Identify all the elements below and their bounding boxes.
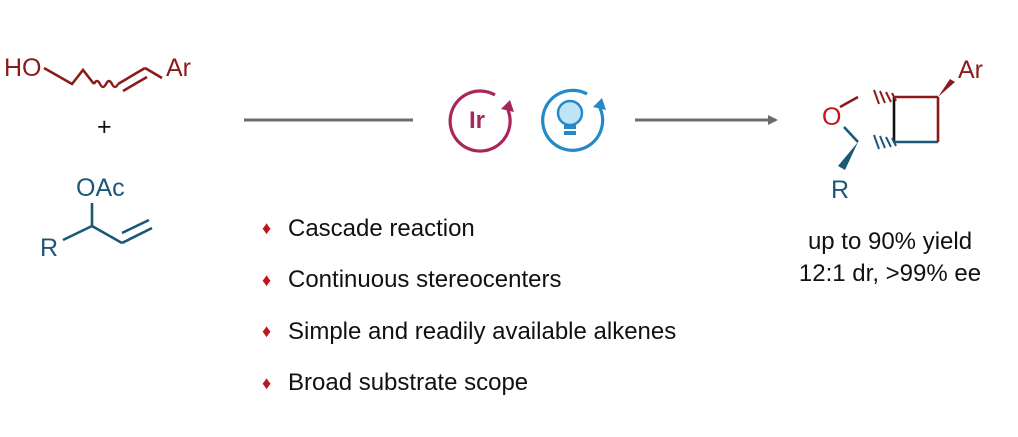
product-structure: Ar O R bbox=[822, 56, 983, 204]
feature-item: ♦ Simple and readily available alkenes bbox=[262, 306, 676, 358]
feature-text: Broad substrate scope bbox=[288, 369, 529, 397]
lightbulb-icon bbox=[541, 88, 606, 152]
wavy-bond bbox=[92, 79, 120, 89]
aryl-bond bbox=[144, 66, 163, 80]
iridium-catalyst-icon: Ir bbox=[448, 89, 514, 153]
iridium-label: Ir bbox=[469, 107, 485, 134]
vinyl-double-bond-1 bbox=[121, 226, 153, 245]
reactant-allylic-acetate: OAc R bbox=[40, 174, 153, 262]
acetate-label: OAc bbox=[76, 174, 125, 202]
selectivity-text: 12:1 dr, >99% ee bbox=[798, 260, 982, 287]
oxygen-ch-bond bbox=[843, 126, 859, 143]
vinyl-bond bbox=[91, 224, 123, 245]
plus-sign: + bbox=[97, 113, 112, 141]
feature-item: ♦ Cascade reaction bbox=[262, 203, 676, 255]
hashed-bond-bottom bbox=[873, 134, 897, 150]
r-bond bbox=[62, 224, 93, 242]
product-aryl-label: Ar bbox=[958, 56, 983, 84]
r-group-label: R bbox=[40, 234, 58, 262]
alkene-double-bond bbox=[122, 75, 148, 93]
feature-text: Simple and readily available alkenes bbox=[288, 317, 677, 345]
aryl-label: Ar bbox=[166, 54, 191, 82]
diamond-bullet-icon: ♦ bbox=[262, 372, 272, 393]
reactant-allylic-alcohol: HO Ar bbox=[4, 54, 191, 93]
oxygen-label: O bbox=[822, 103, 841, 131]
r-wedge-bond bbox=[838, 142, 858, 170]
ch2-oxygen-bond bbox=[839, 95, 859, 109]
feature-item: ♦ Continuous stereocenters bbox=[262, 255, 676, 307]
results-summary: up to 90% yield 12:1 dr, >99% ee bbox=[770, 226, 1010, 290]
diamond-bullet-icon: ♦ bbox=[262, 218, 272, 239]
hydroxyl-label: HO bbox=[4, 54, 42, 82]
diamond-bullet-icon: ♦ bbox=[262, 321, 272, 342]
diamond-bullet-icon: ♦ bbox=[262, 269, 272, 290]
feature-text: Continuous stereocenters bbox=[288, 266, 562, 294]
hashed-bond-top bbox=[873, 89, 897, 105]
product-r-label: R bbox=[831, 176, 849, 204]
alcohol-chain-bond bbox=[43, 66, 96, 86]
feature-list: ♦ Cascade reaction ♦ Continuous stereoce… bbox=[262, 203, 676, 409]
aryl-wedge-bond bbox=[938, 79, 955, 97]
feature-text: Cascade reaction bbox=[288, 214, 475, 242]
yield-text: up to 90% yield bbox=[807, 228, 973, 255]
vinyl-double-bond-2 bbox=[121, 218, 150, 235]
alkene-bond bbox=[117, 66, 146, 86]
feature-item: ♦ Broad substrate scope bbox=[262, 358, 676, 410]
